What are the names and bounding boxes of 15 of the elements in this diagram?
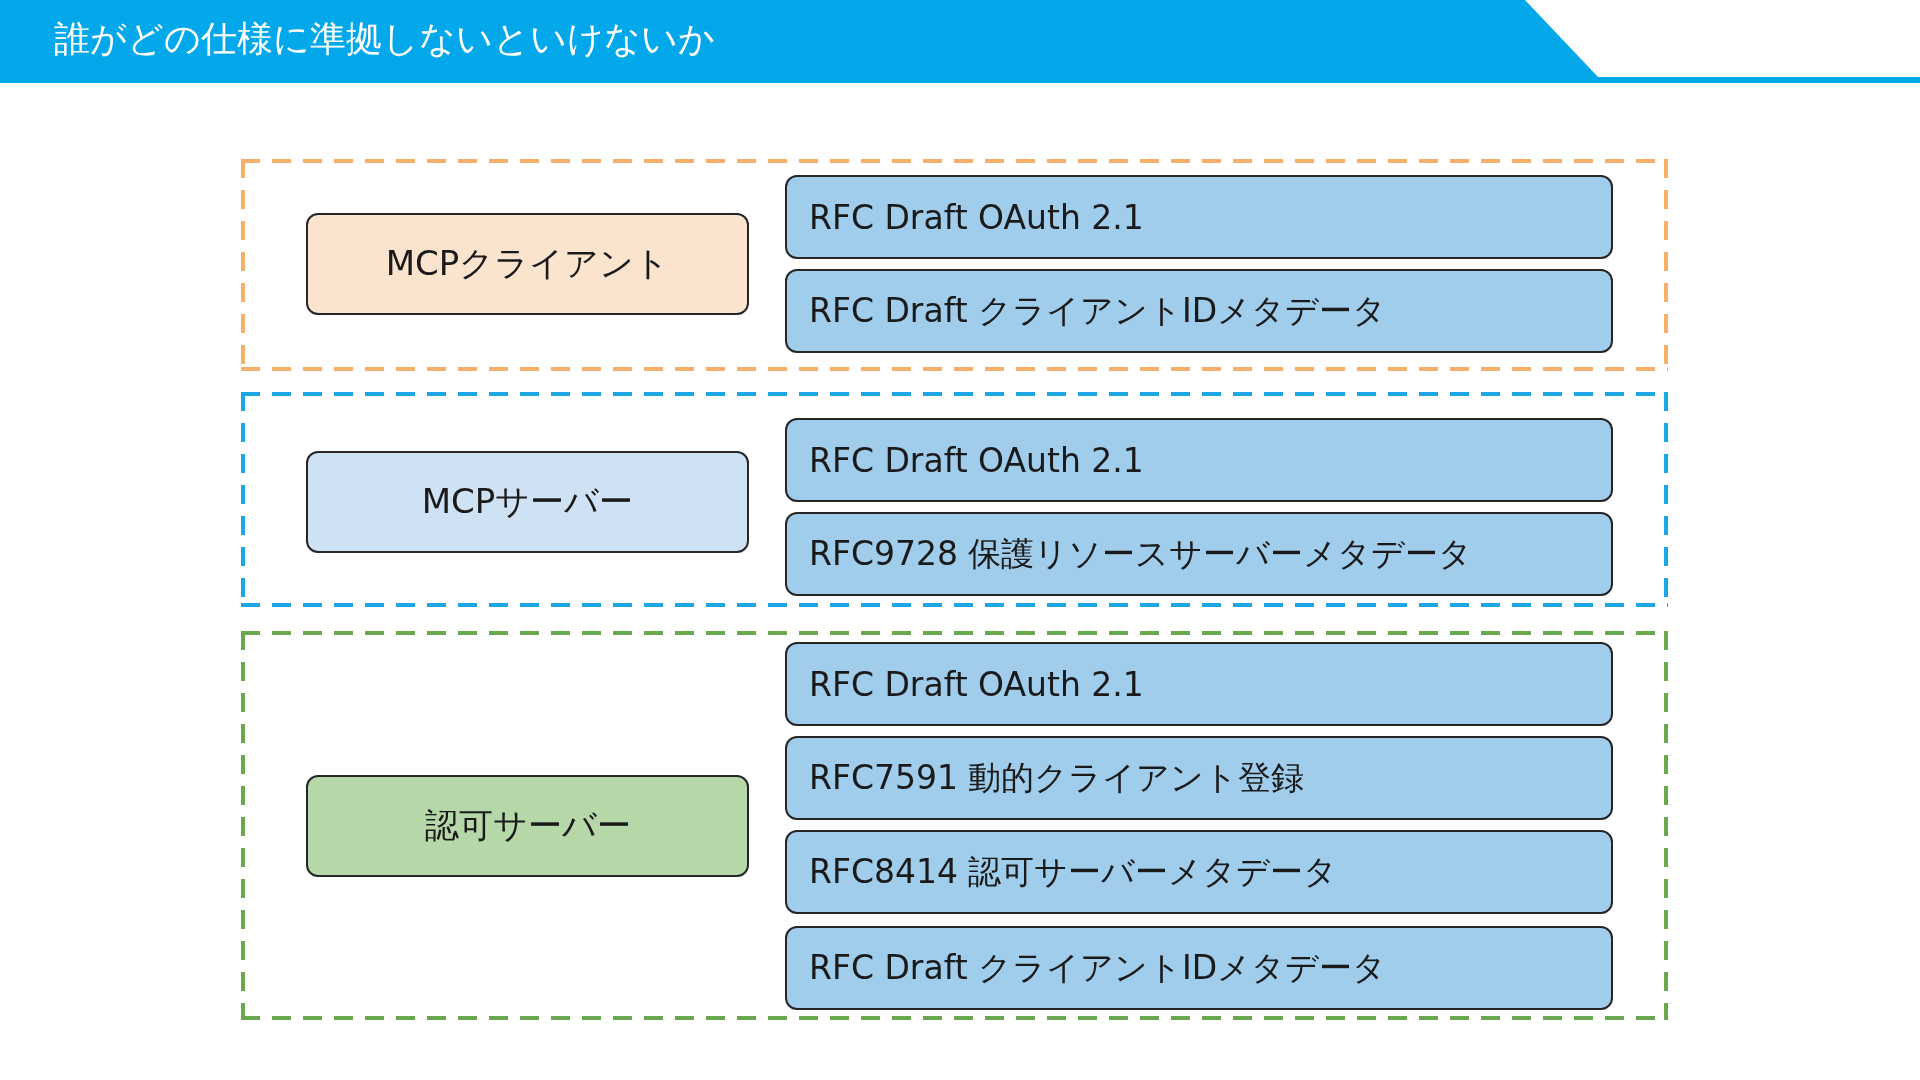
dashed-group-frame (241, 159, 1668, 371)
role-box: MCPクライアント (306, 213, 749, 315)
spec-box: RFC Draft OAuth 2.1 (785, 418, 1613, 502)
spec-box: RFC Draft クライアントIDメタデータ (785, 926, 1613, 1010)
spec-box: RFC Draft OAuth 2.1 (785, 642, 1613, 726)
dashed-group-frame (241, 631, 1668, 1020)
role-box: 認可サーバー (306, 775, 749, 877)
spec-box: RFC Draft クライアントIDメタデータ (785, 269, 1613, 353)
spec-box: RFC9728 保護リソースサーバーメタデータ (785, 512, 1613, 596)
spec-box: RFC7591 動的クライアント登録 (785, 736, 1613, 820)
role-box: MCPサーバー (306, 451, 749, 553)
spec-box: RFC Draft OAuth 2.1 (785, 175, 1613, 259)
spec-box: RFC8414 認可サーバーメタデータ (785, 830, 1613, 914)
dashed-group-frame (241, 392, 1668, 607)
slide-title: 誰がどの仕様に準拠しないといけないか (54, 17, 715, 61)
